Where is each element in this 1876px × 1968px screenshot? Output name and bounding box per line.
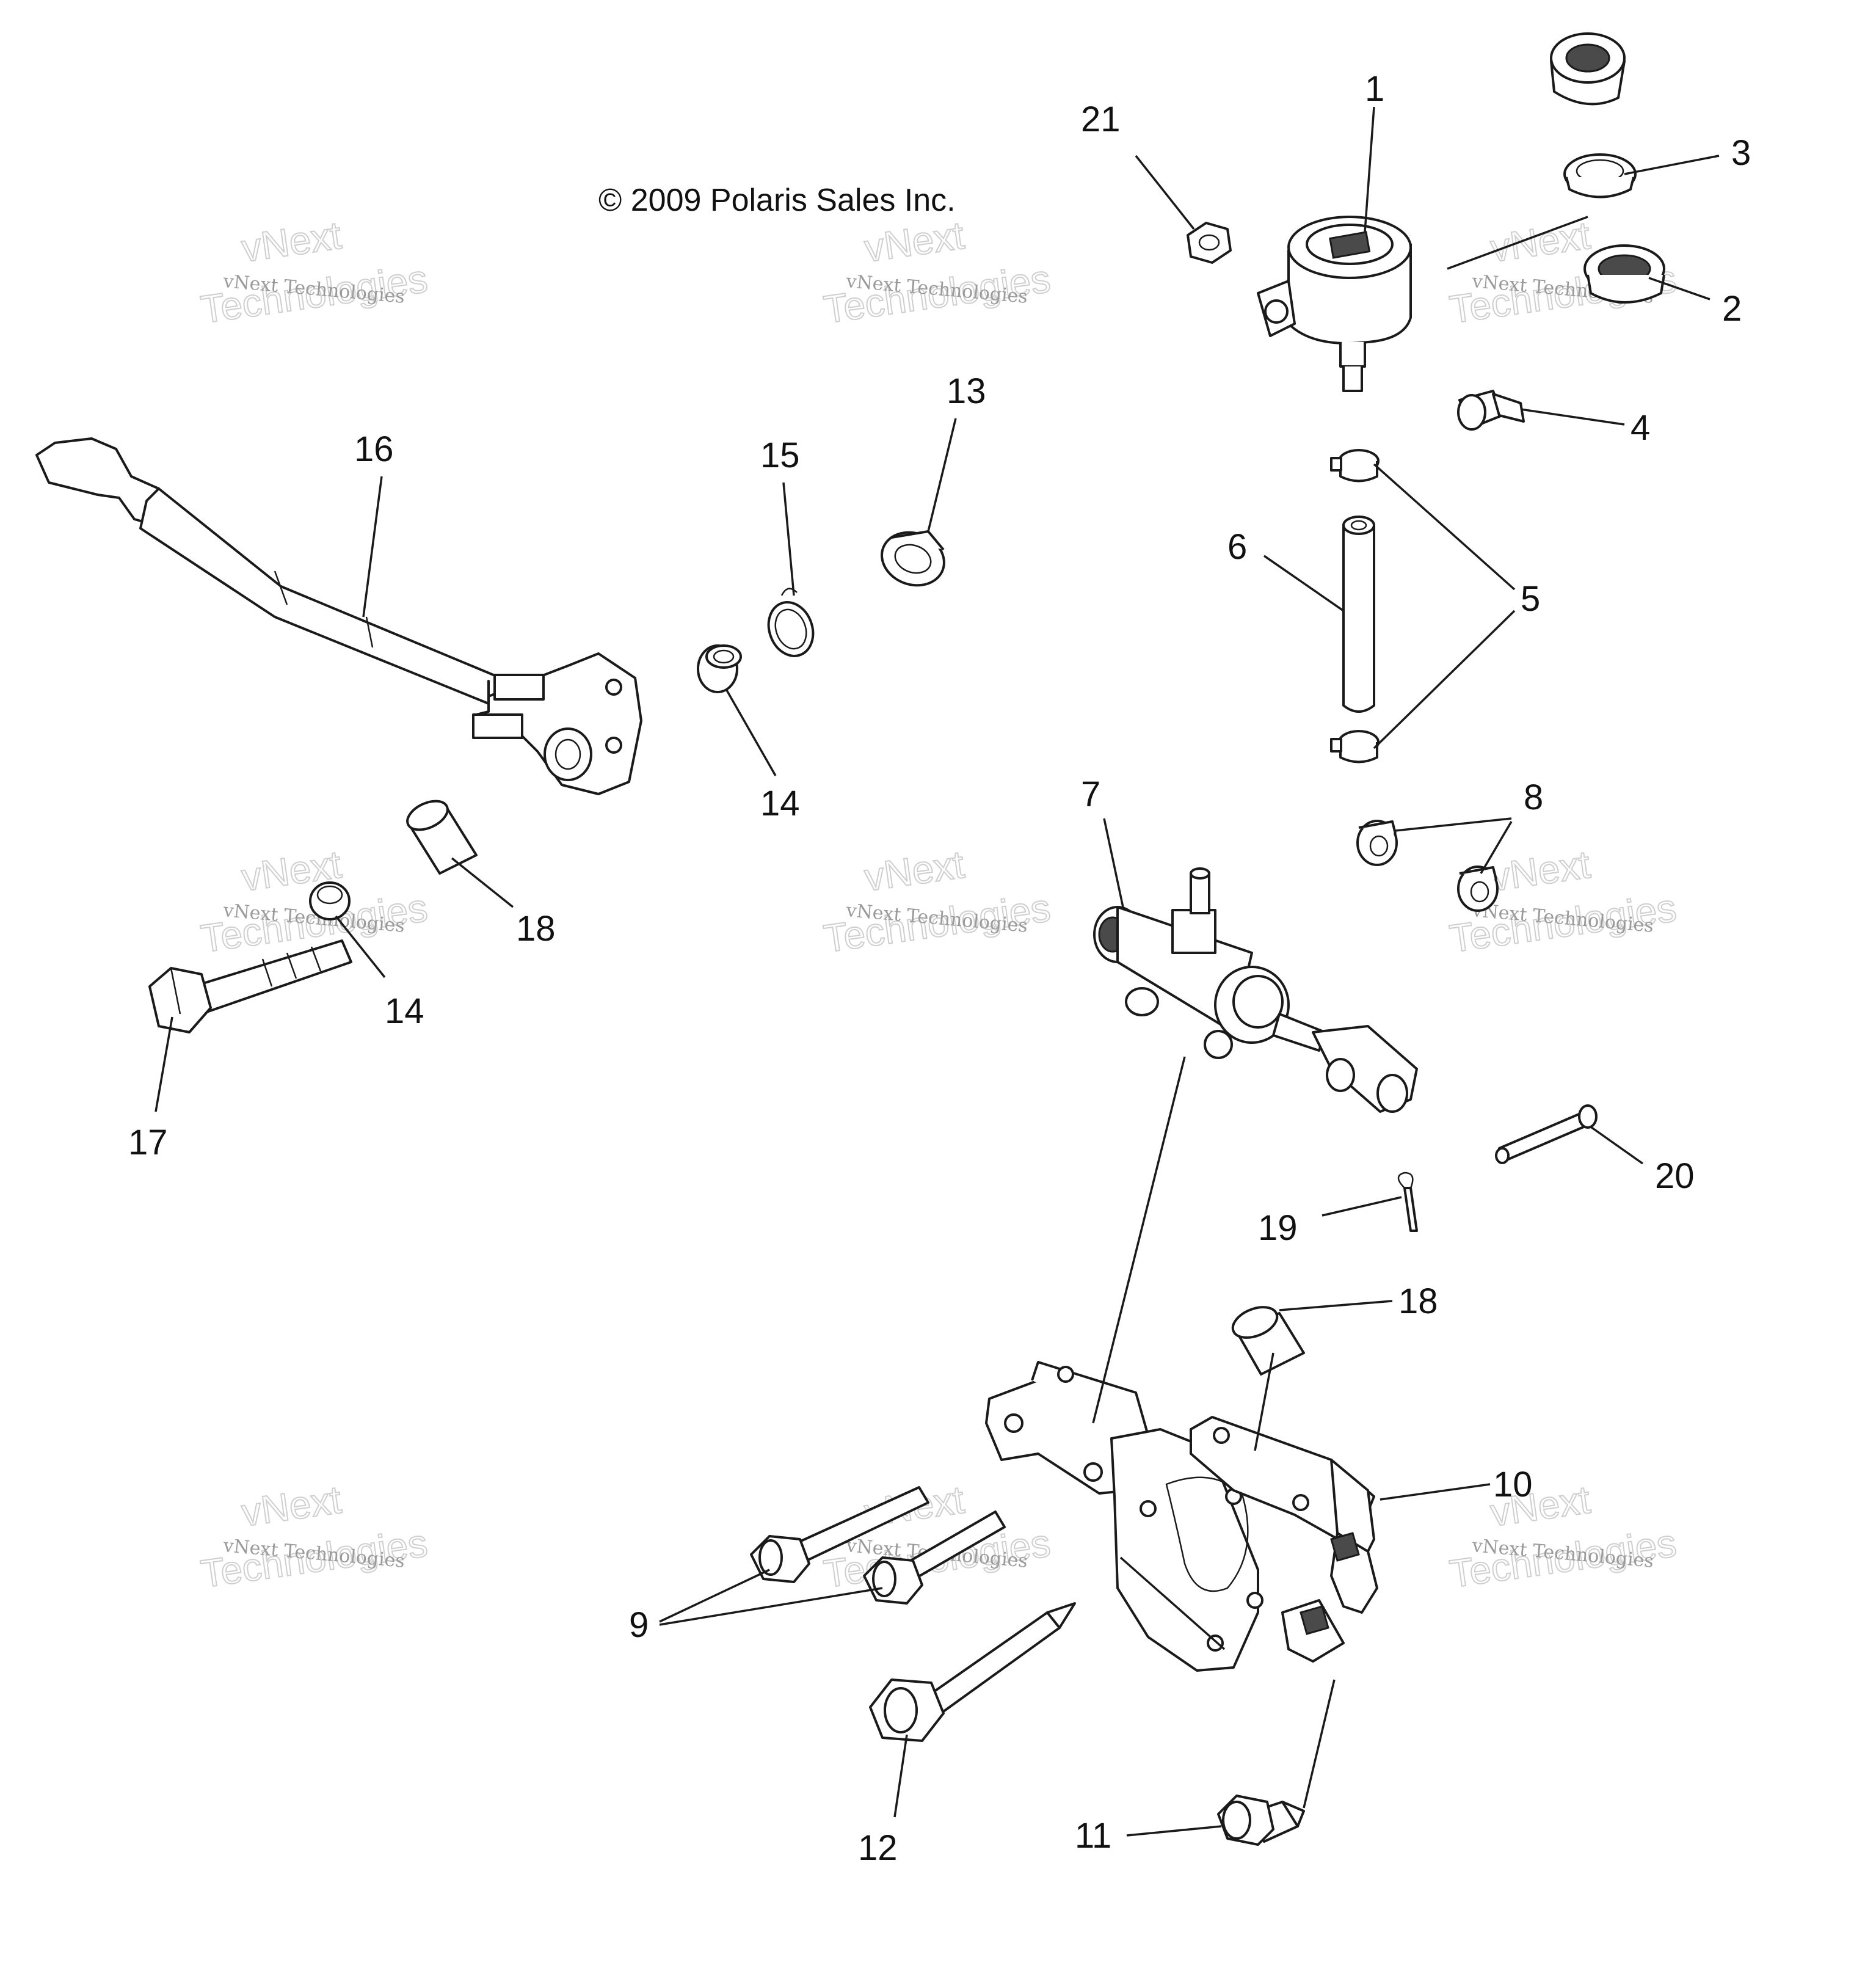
part-13-bushing [881, 530, 945, 587]
part-19-cotter-pin [1397, 1172, 1418, 1232]
callouts: 1 2 3 4 5 6 7 8 9 10 11 12 13 14 14 15 1… [128, 69, 1751, 1868]
svg-text:vNext: vNext [862, 842, 967, 900]
watermark: vNext Technologies [197, 213, 431, 332]
part-20-pin [1495, 1104, 1598, 1164]
part-14-bushing-lower [309, 881, 351, 920]
callout-21: 21 [1081, 100, 1121, 139]
part-6-hose [1342, 516, 1375, 713]
callout-5: 5 [1521, 579, 1540, 619]
part-2-plate [1583, 244, 1665, 304]
watermark: vNext Technologies [820, 213, 1053, 332]
copyright-text: © 2009 Polaris Sales Inc. [598, 183, 956, 218]
callout-2: 2 [1722, 289, 1742, 329]
leader-lines [155, 106, 1720, 1837]
part-18-spacer-right [1231, 1306, 1305, 1376]
callout-7: 7 [1081, 774, 1100, 814]
part-3-diaphragm [1563, 153, 1637, 199]
callout-10: 10 [1493, 1465, 1533, 1504]
callout-18-left: 18 [516, 909, 556, 949]
callout-18-right: 18 [1398, 1281, 1438, 1321]
part-17-bolt [148, 939, 352, 1033]
reservoir-outer-cap [1550, 32, 1626, 106]
watermark-big-1: vNext [239, 213, 344, 271]
part-5-clamp-lower [1330, 730, 1380, 764]
part-10-bracket [985, 1361, 1378, 1672]
part-8-grommet-right [1457, 866, 1499, 912]
callout-14-lower: 14 [385, 991, 424, 1031]
callout-14-upper: 14 [760, 784, 800, 823]
callout-20: 20 [1655, 1156, 1695, 1196]
callout-16: 16 [354, 429, 394, 469]
watermark: vNext Technologies [820, 842, 1053, 961]
watermarks: vNext Technologies vNext Technologies vN… [197, 213, 1679, 1597]
svg-text:vNext: vNext [862, 213, 967, 271]
part-12-long-bolt [869, 1602, 1076, 1742]
svg-text:vNext: vNext [239, 1478, 344, 1535]
callout-3: 3 [1731, 133, 1751, 173]
callout-12: 12 [858, 1828, 898, 1868]
watermark: vNext Technologies [197, 1477, 431, 1597]
part-14-bushing-upper [697, 644, 742, 693]
part-1-reservoir [1257, 216, 1412, 392]
callout-4: 4 [1631, 408, 1650, 448]
part-11-screw [1217, 1795, 1305, 1846]
callout-17: 17 [128, 1123, 168, 1162]
callout-9: 9 [629, 1605, 649, 1645]
callout-6: 6 [1227, 527, 1247, 567]
part-16-lever [35, 437, 642, 795]
part-4-screw [1457, 390, 1525, 431]
part-21-nut [1187, 222, 1232, 264]
callout-11: 11 [1075, 1816, 1111, 1856]
callout-13: 13 [947, 371, 986, 411]
part-8-grommet-left [1356, 820, 1398, 866]
part-9-bolt-lower [863, 1511, 1006, 1605]
svg-text:vNext: vNext [1488, 842, 1593, 900]
callout-1: 1 [1365, 69, 1384, 109]
callout-15: 15 [760, 436, 800, 475]
part-18-spacer-left [406, 800, 478, 875]
part-7-master-cylinder [1093, 867, 1418, 1113]
callout-8: 8 [1524, 778, 1543, 817]
part-15-clip [767, 588, 815, 657]
callout-19: 19 [1258, 1208, 1298, 1248]
part-5-clamp-upper [1330, 449, 1380, 483]
